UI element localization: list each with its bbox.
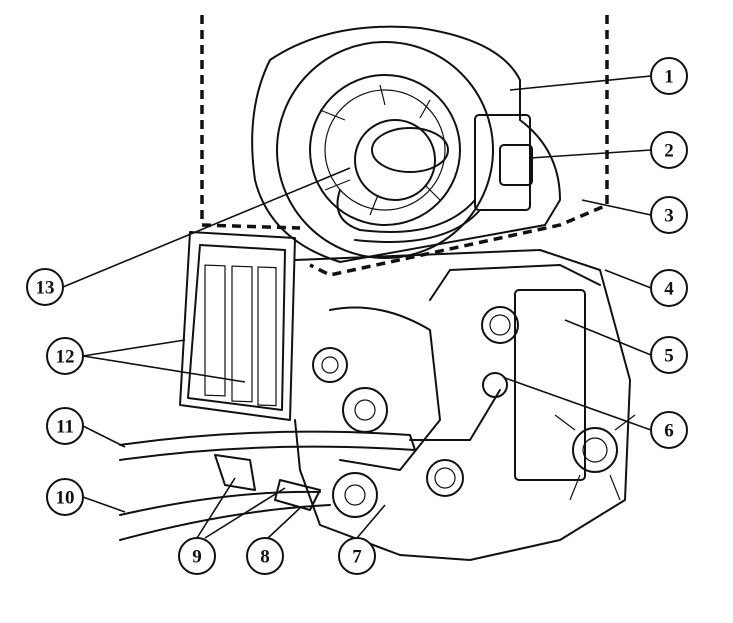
callout-10: 10 [46, 478, 84, 516]
callout-11: 11 [46, 407, 84, 445]
callout-13: 13 [26, 268, 64, 306]
svg-text:2: 2 [664, 141, 674, 162]
callout-8: 8 [246, 537, 284, 575]
callout-9: 9 [178, 537, 216, 575]
callout-2: 2 [650, 131, 688, 169]
svg-text:4: 4 [664, 279, 674, 300]
blower-housing [251, 25, 561, 263]
resistor-connector [336, 114, 533, 243]
heater-core [179, 231, 296, 421]
callout-4: 4 [650, 269, 688, 307]
svg-text:10: 10 [56, 488, 75, 509]
callout-1: 1 [650, 57, 688, 95]
dashed-boundary [200, 15, 609, 277]
gears [312, 347, 508, 518]
svg-text:8: 8 [260, 547, 270, 568]
svg-text:3: 3 [664, 206, 674, 227]
callout-5: 5 [650, 336, 688, 374]
svg-text:11: 11 [56, 417, 74, 438]
outlets [426, 306, 636, 501]
leader-lines [62, 75, 652, 539]
callout-7: 7 [338, 537, 376, 575]
callout-12: 12 [46, 337, 84, 375]
svg-text:6: 6 [664, 421, 674, 442]
control-cables [119, 389, 501, 541]
svg-text:7: 7 [352, 547, 362, 568]
svg-text:1: 1 [664, 67, 674, 88]
svg-text:5: 5 [664, 346, 674, 367]
svg-text:13: 13 [36, 278, 55, 299]
svg-text:12: 12 [56, 347, 75, 368]
callout-6: 6 [650, 411, 688, 449]
callout-3: 3 [650, 196, 688, 234]
svg-text:9: 9 [192, 547, 202, 568]
